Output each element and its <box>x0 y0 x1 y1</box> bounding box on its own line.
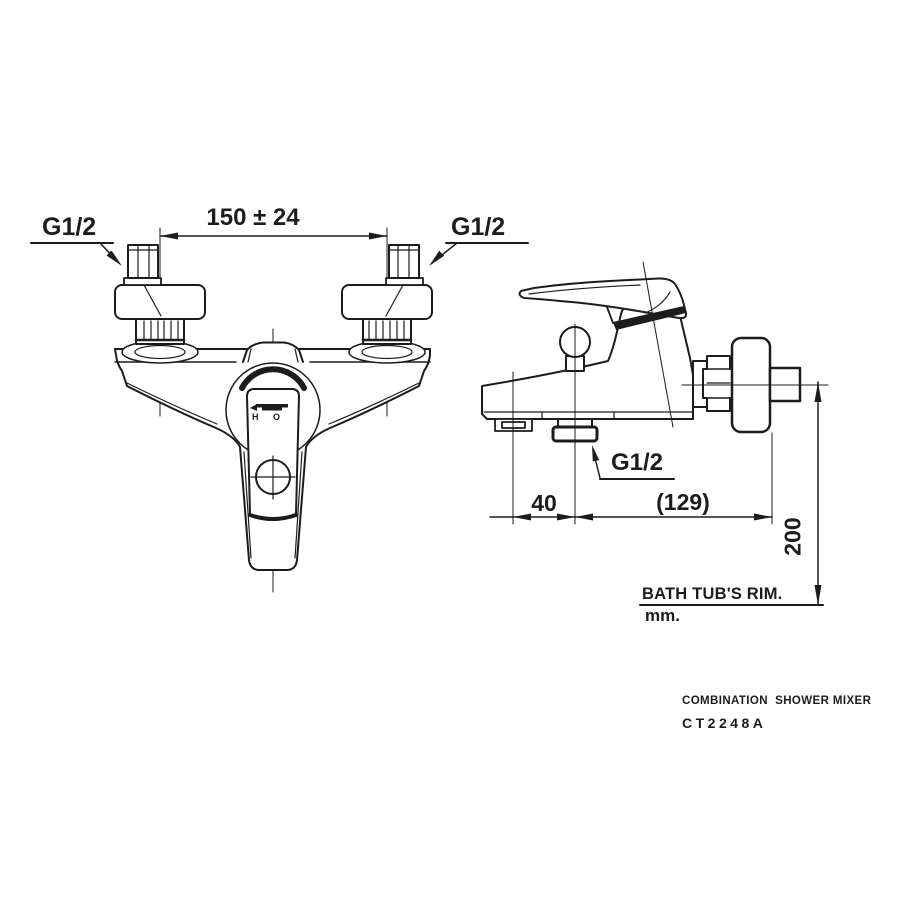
brand-logo <box>250 404 288 411</box>
dimension-bottom <box>489 513 773 521</box>
inlet-left <box>114 244 206 364</box>
model-code: CT2248A <box>682 715 767 731</box>
leader-arrow <box>106 250 122 266</box>
inlet-right <box>341 244 433 364</box>
dim-129-text: (129) <box>656 489 710 515</box>
dim-40-text: 40 <box>531 490 557 516</box>
handle-marking-hot: H <box>252 412 259 422</box>
handle-marking-cold: O <box>273 412 281 422</box>
lever-collar-band <box>613 306 686 330</box>
thread-label-left: G1/2 <box>42 213 97 241</box>
lever-side <box>518 277 688 330</box>
unit-label: mm. <box>645 606 680 625</box>
dimension-center-distance <box>159 232 388 240</box>
dim-arrow-left <box>160 232 178 240</box>
eccentric-line <box>143 284 162 317</box>
dim-arrow-right <box>369 232 387 240</box>
dimension-height <box>814 381 822 606</box>
thread-label-bottom: G1/2 <box>611 449 664 476</box>
thread-leader-right <box>429 242 529 266</box>
thread-leader-bottom <box>592 445 675 480</box>
wing-inner-line-left <box>126 382 218 425</box>
thread-label-right: G1/2 <box>451 213 506 241</box>
bathtub-rim-label: BATH TUB'S RIM. <box>642 585 783 603</box>
side-view <box>481 261 829 606</box>
side-centerlines <box>512 261 829 525</box>
dim-200-text: 200 <box>779 517 806 556</box>
product-title: COMBINATION SHOWER MIXER <box>682 695 872 707</box>
eccentric-line <box>385 284 404 317</box>
dim-center-distance-text: 150 ± 24 <box>206 204 300 231</box>
leader-arrow <box>592 445 600 462</box>
thread-leader-left <box>30 242 122 266</box>
handle-hub-arc <box>239 366 307 391</box>
body-top-dome <box>242 341 304 363</box>
handle-front <box>225 329 321 521</box>
wing-inner-line-right <box>328 382 420 425</box>
front-view <box>30 227 529 593</box>
leader-arrow <box>429 250 445 266</box>
